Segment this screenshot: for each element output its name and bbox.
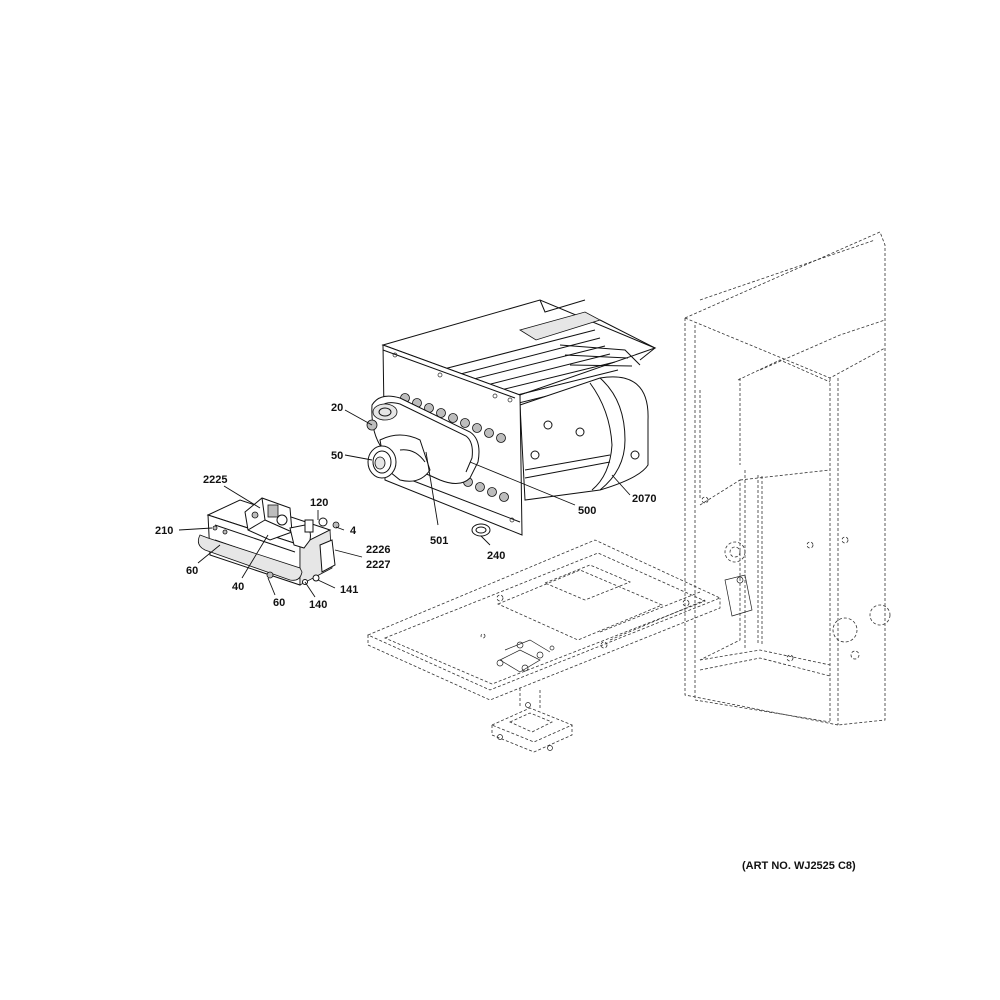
callout-120: 120 [310,497,328,509]
callout-60-left: 60 [186,565,198,577]
gasket-240 [471,523,491,537]
leader-lines [178,409,631,598]
callout-501: 501 [430,535,448,547]
callout-210: 210 [155,525,173,537]
callout-500: 500 [578,505,596,517]
callout-141: 141 [340,584,358,596]
callout-240: 240 [487,550,505,562]
callout-50: 50 [331,450,343,462]
gas-valve-assembly [197,497,340,586]
callout-40: 40 [232,581,244,593]
callout-2225: 2225 [203,474,227,486]
callout-60-bottom: 60 [273,597,285,609]
cabinet-outline [684,231,891,726]
callout-labels: 20 50 501 500 2070 240 2225 120 4 210 60… [155,402,656,611]
burner-ports [400,393,509,502]
callout-20: 20 [331,402,343,414]
callout-4: 4 [350,525,357,537]
base-plate [366,539,722,753]
callout-140: 140 [309,599,327,611]
callout-2070: 2070 [632,493,656,505]
inducer-assembly [366,395,480,484]
callout-2226: 2226 [366,544,390,556]
callout-2227: 2227 [366,559,390,571]
art-number: (ART NO. WJ2525 C8) [742,860,856,872]
